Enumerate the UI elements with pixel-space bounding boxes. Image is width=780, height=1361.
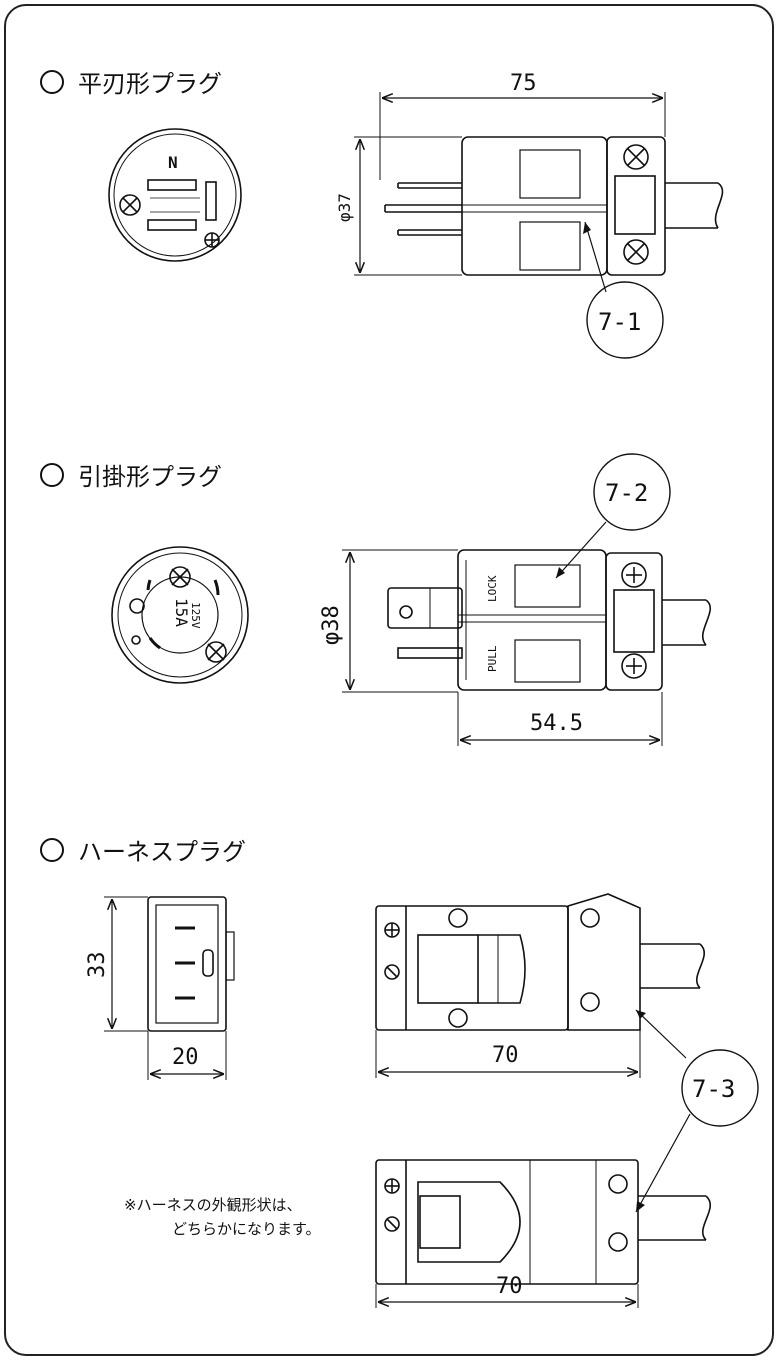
lock-plug-front-view: 15A 125V (111, 546, 249, 684)
harness-plug-side-view-a: 70 (375, 893, 706, 1078)
dim-harness-length-a: 70 (492, 1043, 519, 1068)
harness-plug-side-view-b: 70 (375, 1159, 712, 1308)
dim-lock-length: 54.5 (530, 711, 583, 736)
dim-harness-width: 20 (172, 1045, 199, 1070)
drawing-frame (4, 4, 774, 1356)
bullet-circle-icon (40, 463, 64, 487)
section-title-flat-plug: 平刃形プラグ (40, 64, 222, 99)
section-title-harness-plug: ハーネスプラグ (40, 832, 246, 867)
amp-rating-label: 15A (172, 598, 191, 627)
section-title-locking-plug: 引掛形プラグ (40, 457, 222, 492)
flat-plug-front-view: N (108, 128, 242, 262)
n-mark-label: N (168, 153, 178, 172)
lock-plug-side-view: LOCK PULL φ38 54.5 7-2 (319, 453, 712, 746)
flat-plug-side-view: 75 φ37 7-1 (335, 71, 724, 359)
callout-7-2: 7-2 (605, 479, 648, 507)
dim-harness-length-b: 70 (496, 1274, 523, 1299)
callout-7-1: 7-1 (598, 308, 641, 336)
callout-7-3-group: 7-3 (635, 1009, 759, 1213)
volt-rating-label: 125V (189, 602, 202, 629)
bullet-circle-icon (40, 70, 64, 94)
dim-flat-length: 75 (510, 71, 537, 96)
harness-note-line-2: どちらかになります。 (172, 1220, 321, 1238)
callout-7-3: 7-3 (692, 1075, 735, 1103)
lock-direction-label: LOCK (486, 575, 499, 602)
pull-direction-label: PULL (486, 645, 499, 672)
dim-lock-diameter: φ38 (319, 605, 344, 645)
harness-plug-front-view: 33 20 (85, 896, 235, 1080)
dim-flat-diameter: φ37 (335, 193, 354, 222)
bullet-circle-icon (40, 838, 64, 862)
dim-harness-height: 33 (85, 952, 110, 979)
harness-note-line-1: ※ハーネスの外観形状は、 (124, 1196, 302, 1214)
